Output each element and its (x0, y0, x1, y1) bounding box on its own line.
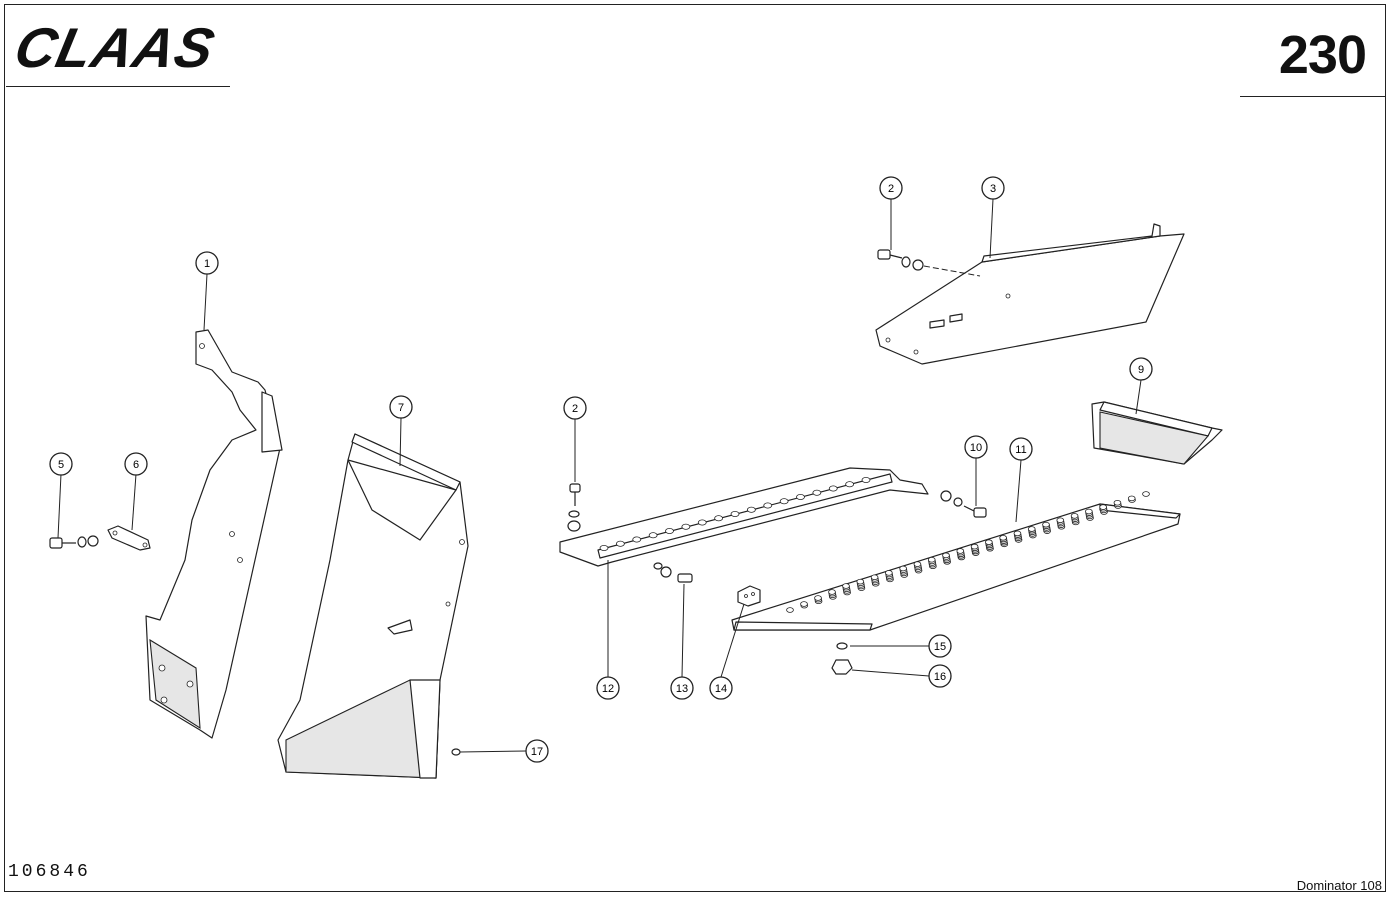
callout-6: 6 (124, 452, 148, 476)
callout-12: 12 (596, 676, 620, 700)
rail-hole (615, 540, 625, 547)
plate-hole (956, 548, 965, 554)
part-5-bolt (49, 535, 99, 549)
logo-area: CLAAS (6, 6, 230, 87)
rail-hole (861, 476, 871, 483)
part-2-bolt-center (567, 483, 581, 532)
svg-text:15: 15 (934, 641, 946, 653)
rail-hole (681, 523, 691, 530)
part-9-angle-bracket (1091, 401, 1223, 465)
part-15-washer (836, 642, 848, 650)
plate-hole (1070, 513, 1079, 519)
svg-text:17: 17 (531, 746, 543, 758)
part-6-bracket (107, 525, 151, 551)
svg-text:1: 1 (204, 258, 210, 270)
plate-hole (1013, 530, 1022, 537)
plate-hole (814, 595, 822, 601)
svg-text:6: 6 (133, 459, 139, 471)
part-3-upper-cover (875, 223, 1185, 365)
page-number-rule (1240, 96, 1386, 97)
callout-13: 13 (670, 676, 694, 700)
plate-hole (942, 552, 950, 559)
callout-7: 7 (389, 395, 413, 419)
svg-text:9: 9 (1138, 364, 1144, 376)
plate-hole (786, 607, 794, 613)
svg-text:5: 5 (58, 459, 64, 471)
rail-hole (746, 506, 756, 513)
plate-hole (985, 539, 993, 545)
rail-hole (632, 536, 642, 543)
svg-text:7: 7 (398, 402, 404, 414)
leader-lines (57, 198, 1142, 753)
callout-9: 9 (1129, 357, 1153, 381)
plate-hole (913, 561, 922, 567)
part-14-block (737, 585, 761, 607)
page-frame (4, 4, 1386, 892)
part-16-nut (831, 659, 853, 675)
svg-text:10: 10 (970, 442, 982, 454)
page-number: 230 (1278, 25, 1367, 85)
rail-hole (796, 493, 805, 500)
plate-hole (1113, 499, 1122, 506)
rail-hole (697, 519, 707, 526)
part-7-funnel-cover (277, 433, 469, 779)
plate-hole (927, 556, 936, 563)
drawing-number: 106846 (8, 862, 91, 882)
rail-hole (665, 528, 674, 535)
plate-hole (842, 583, 850, 589)
callout-14: 14 (709, 676, 733, 700)
rail-hole (779, 498, 789, 505)
callout-10: 10 (964, 435, 988, 459)
callout-17: 17 (525, 739, 549, 763)
plate-hole (970, 543, 979, 550)
plate-hole (1042, 521, 1050, 528)
part-13-bolt (653, 562, 693, 583)
part-2-bolt-upper (877, 249, 981, 277)
plate-hole (1085, 508, 1093, 515)
svg-text:12: 12 (602, 683, 614, 695)
rail-hole (714, 515, 724, 522)
model-name: Dominator 108 (1296, 878, 1382, 893)
plate-hole (856, 578, 865, 585)
part-12-rail (559, 467, 929, 567)
plate-hole (899, 565, 907, 572)
rail-hole (845, 481, 855, 488)
callout-2-center: 2 (563, 396, 587, 420)
svg-text:16: 16 (934, 671, 946, 683)
callout-3: 3 (981, 176, 1005, 200)
plate-hole (1056, 517, 1065, 524)
rail-hole (730, 510, 740, 517)
plate-hole (1142, 491, 1150, 497)
part-11-step-plate (731, 491, 1181, 631)
plate-hole (1027, 526, 1036, 532)
part-10-bolt (940, 490, 987, 518)
svg-text:13: 13 (676, 683, 688, 695)
callout-15: 15 (928, 634, 952, 658)
plate-hole (828, 589, 836, 595)
callout-2-upper: 2 (879, 176, 903, 200)
rail-hole (763, 502, 773, 509)
callout-16: 16 (928, 664, 952, 688)
part-1-side-panel (145, 329, 283, 739)
callout-5: 5 (49, 452, 73, 476)
rail-hole (599, 545, 609, 552)
plate-hole (870, 574, 879, 581)
plate-hole (1099, 504, 1107, 510)
plate-hole (800, 601, 808, 607)
rail-hole (828, 485, 838, 492)
rail-hole (648, 532, 658, 539)
plate-hole (999, 535, 1007, 541)
svg-text:14: 14 (715, 683, 727, 695)
svg-text:3: 3 (990, 183, 996, 195)
part-17-screw (451, 748, 461, 756)
plate-hole (885, 570, 893, 576)
plate-hole (1127, 495, 1136, 502)
callout-1: 1 (195, 251, 219, 275)
callout-11: 11 (1009, 437, 1033, 461)
svg-text:2: 2 (572, 403, 578, 415)
svg-text:2: 2 (888, 183, 894, 195)
svg-text:11: 11 (1015, 444, 1026, 456)
rail-hole (812, 489, 822, 496)
